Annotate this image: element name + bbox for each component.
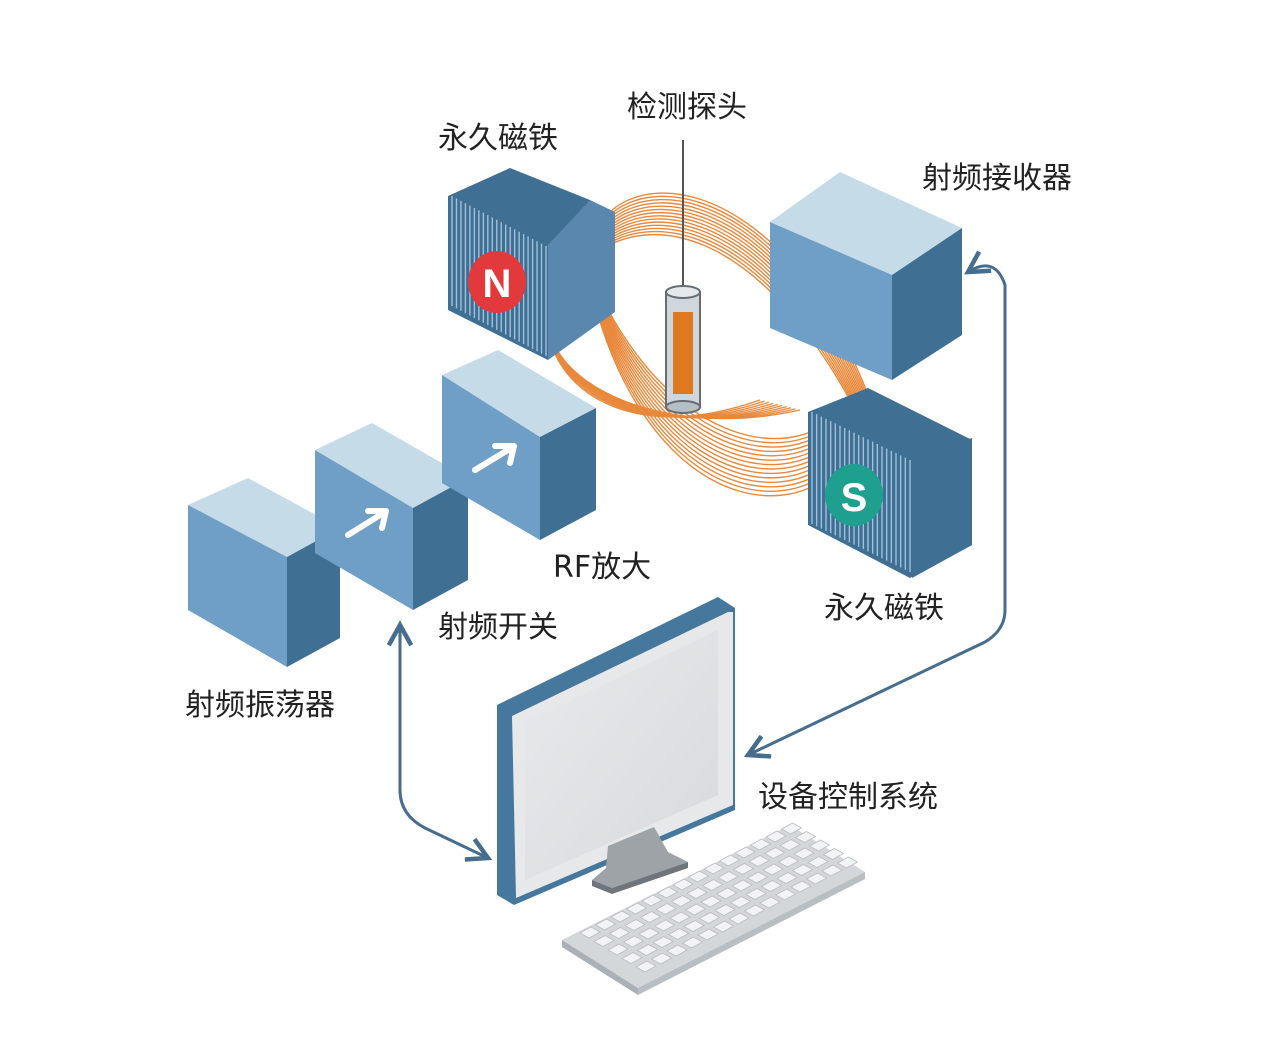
south-pole-label: S	[841, 476, 868, 520]
keyboard-key	[759, 896, 781, 909]
detection-probe	[665, 140, 701, 414]
keyboard-key	[822, 848, 845, 860]
keyboard-key	[780, 822, 803, 835]
keyboard-key	[760, 880, 783, 892]
keyboard-key	[594, 918, 617, 931]
keyboard-key	[698, 912, 721, 924]
keyboard-key	[638, 927, 660, 940]
rf-oscillator-box	[188, 478, 340, 667]
keyboard-key	[749, 838, 772, 851]
keyboard-key	[714, 904, 736, 916]
keyboard-key	[608, 927, 631, 939]
keyboard-key	[774, 888, 797, 901]
keyboard-key	[635, 960, 657, 973]
keyboard-key	[655, 903, 677, 915]
keyboard-key	[667, 928, 690, 940]
keyboard-key	[777, 855, 800, 868]
keyboard-key	[653, 919, 676, 932]
keyboard-key	[639, 911, 662, 923]
switch-to-control-line	[400, 625, 488, 858]
south-pole-badge	[825, 464, 883, 526]
rf-receiver-box	[770, 172, 962, 380]
keyboard-key	[836, 856, 859, 869]
keyboard-key	[715, 887, 738, 900]
keyboard-key	[779, 839, 801, 851]
label-rf-receiver: 射频接收器	[922, 161, 1072, 196]
keyboard-key	[712, 920, 735, 933]
keyboard-key	[684, 903, 707, 916]
keyboard-key	[625, 902, 648, 915]
keyboard-key	[732, 863, 755, 875]
keyboard	[562, 822, 865, 995]
label-permanent-magnet-top: 永久磁铁	[438, 121, 558, 156]
keyboard-key	[743, 904, 766, 917]
arrow-icon	[472, 443, 517, 473]
keyboard-key	[579, 926, 601, 939]
keyboard-key	[794, 831, 817, 843]
keyboard-key	[805, 872, 828, 885]
keyboard-key	[746, 871, 769, 884]
keyboard-key	[700, 895, 722, 908]
keyboard-key	[808, 839, 831, 852]
north-pole-label: N	[483, 262, 512, 306]
keyboard-key	[718, 854, 741, 867]
permanent-magnet-south: S	[808, 388, 972, 578]
keyboard-key	[621, 952, 643, 964]
keyboard-key	[670, 895, 693, 907]
label-detection-probe: 检测探头	[627, 90, 747, 125]
keyboard-key	[728, 912, 750, 925]
label-rf-oscillator: 射频振荡器	[185, 688, 335, 723]
keyboard-key	[672, 878, 694, 891]
keyboard-key	[681, 936, 704, 949]
keyboard-key	[762, 863, 784, 876]
computer-monitor	[497, 597, 735, 905]
arrow-icon	[345, 508, 389, 538]
keyboard-key	[652, 936, 674, 948]
sample-tube	[673, 312, 693, 394]
keyboard-key	[683, 920, 705, 932]
keyboard-key	[669, 911, 691, 924]
keyboard-key	[697, 928, 719, 941]
keyboard-key	[717, 871, 739, 883]
keyboard-key	[636, 944, 659, 956]
keyboard-key	[821, 864, 843, 877]
keyboard-key	[610, 910, 632, 923]
keyboard-key	[729, 896, 752, 908]
keyboard-key	[776, 872, 798, 884]
label-rf-amplifier: RF放大	[553, 550, 651, 585]
label-permanent-magnet-bottom: 永久磁铁	[824, 591, 944, 626]
label-rf-switch: 射频开关	[438, 610, 558, 645]
keyboard-key	[734, 846, 756, 859]
keyboard-key	[790, 880, 812, 893]
label-control-system: 设备控制系统	[758, 780, 938, 815]
keyboard-key	[686, 887, 708, 899]
keyboard-key	[593, 935, 615, 947]
keyboard-key	[793, 847, 815, 860]
north-pole-badge	[468, 251, 526, 313]
rf-switch-box	[315, 423, 468, 610]
keyboard-key	[687, 870, 710, 883]
keyboard-key	[641, 894, 663, 907]
keyboard-key	[701, 879, 724, 891]
keyboard-key	[731, 879, 753, 892]
keyboard-key	[748, 855, 770, 867]
keyboard-key	[624, 919, 646, 931]
keyboard-key	[666, 944, 688, 957]
connection-lines	[400, 266, 1007, 858]
permanent-magnet-north: N	[448, 168, 615, 360]
keyboard-key	[650, 952, 673, 965]
receiver-to-control-line	[748, 266, 1007, 755]
keyboard-key	[622, 935, 645, 948]
keyboard-key	[745, 888, 767, 900]
keyboard-key	[765, 830, 787, 843]
keyboard-key	[703, 862, 725, 875]
keyboard-key	[763, 847, 786, 859]
keyboard-key	[791, 864, 814, 876]
keyboard-key	[807, 856, 829, 868]
keyboard-key	[607, 943, 629, 956]
rf-amplifier-box	[442, 350, 596, 540]
keyboard-key	[656, 886, 679, 899]
